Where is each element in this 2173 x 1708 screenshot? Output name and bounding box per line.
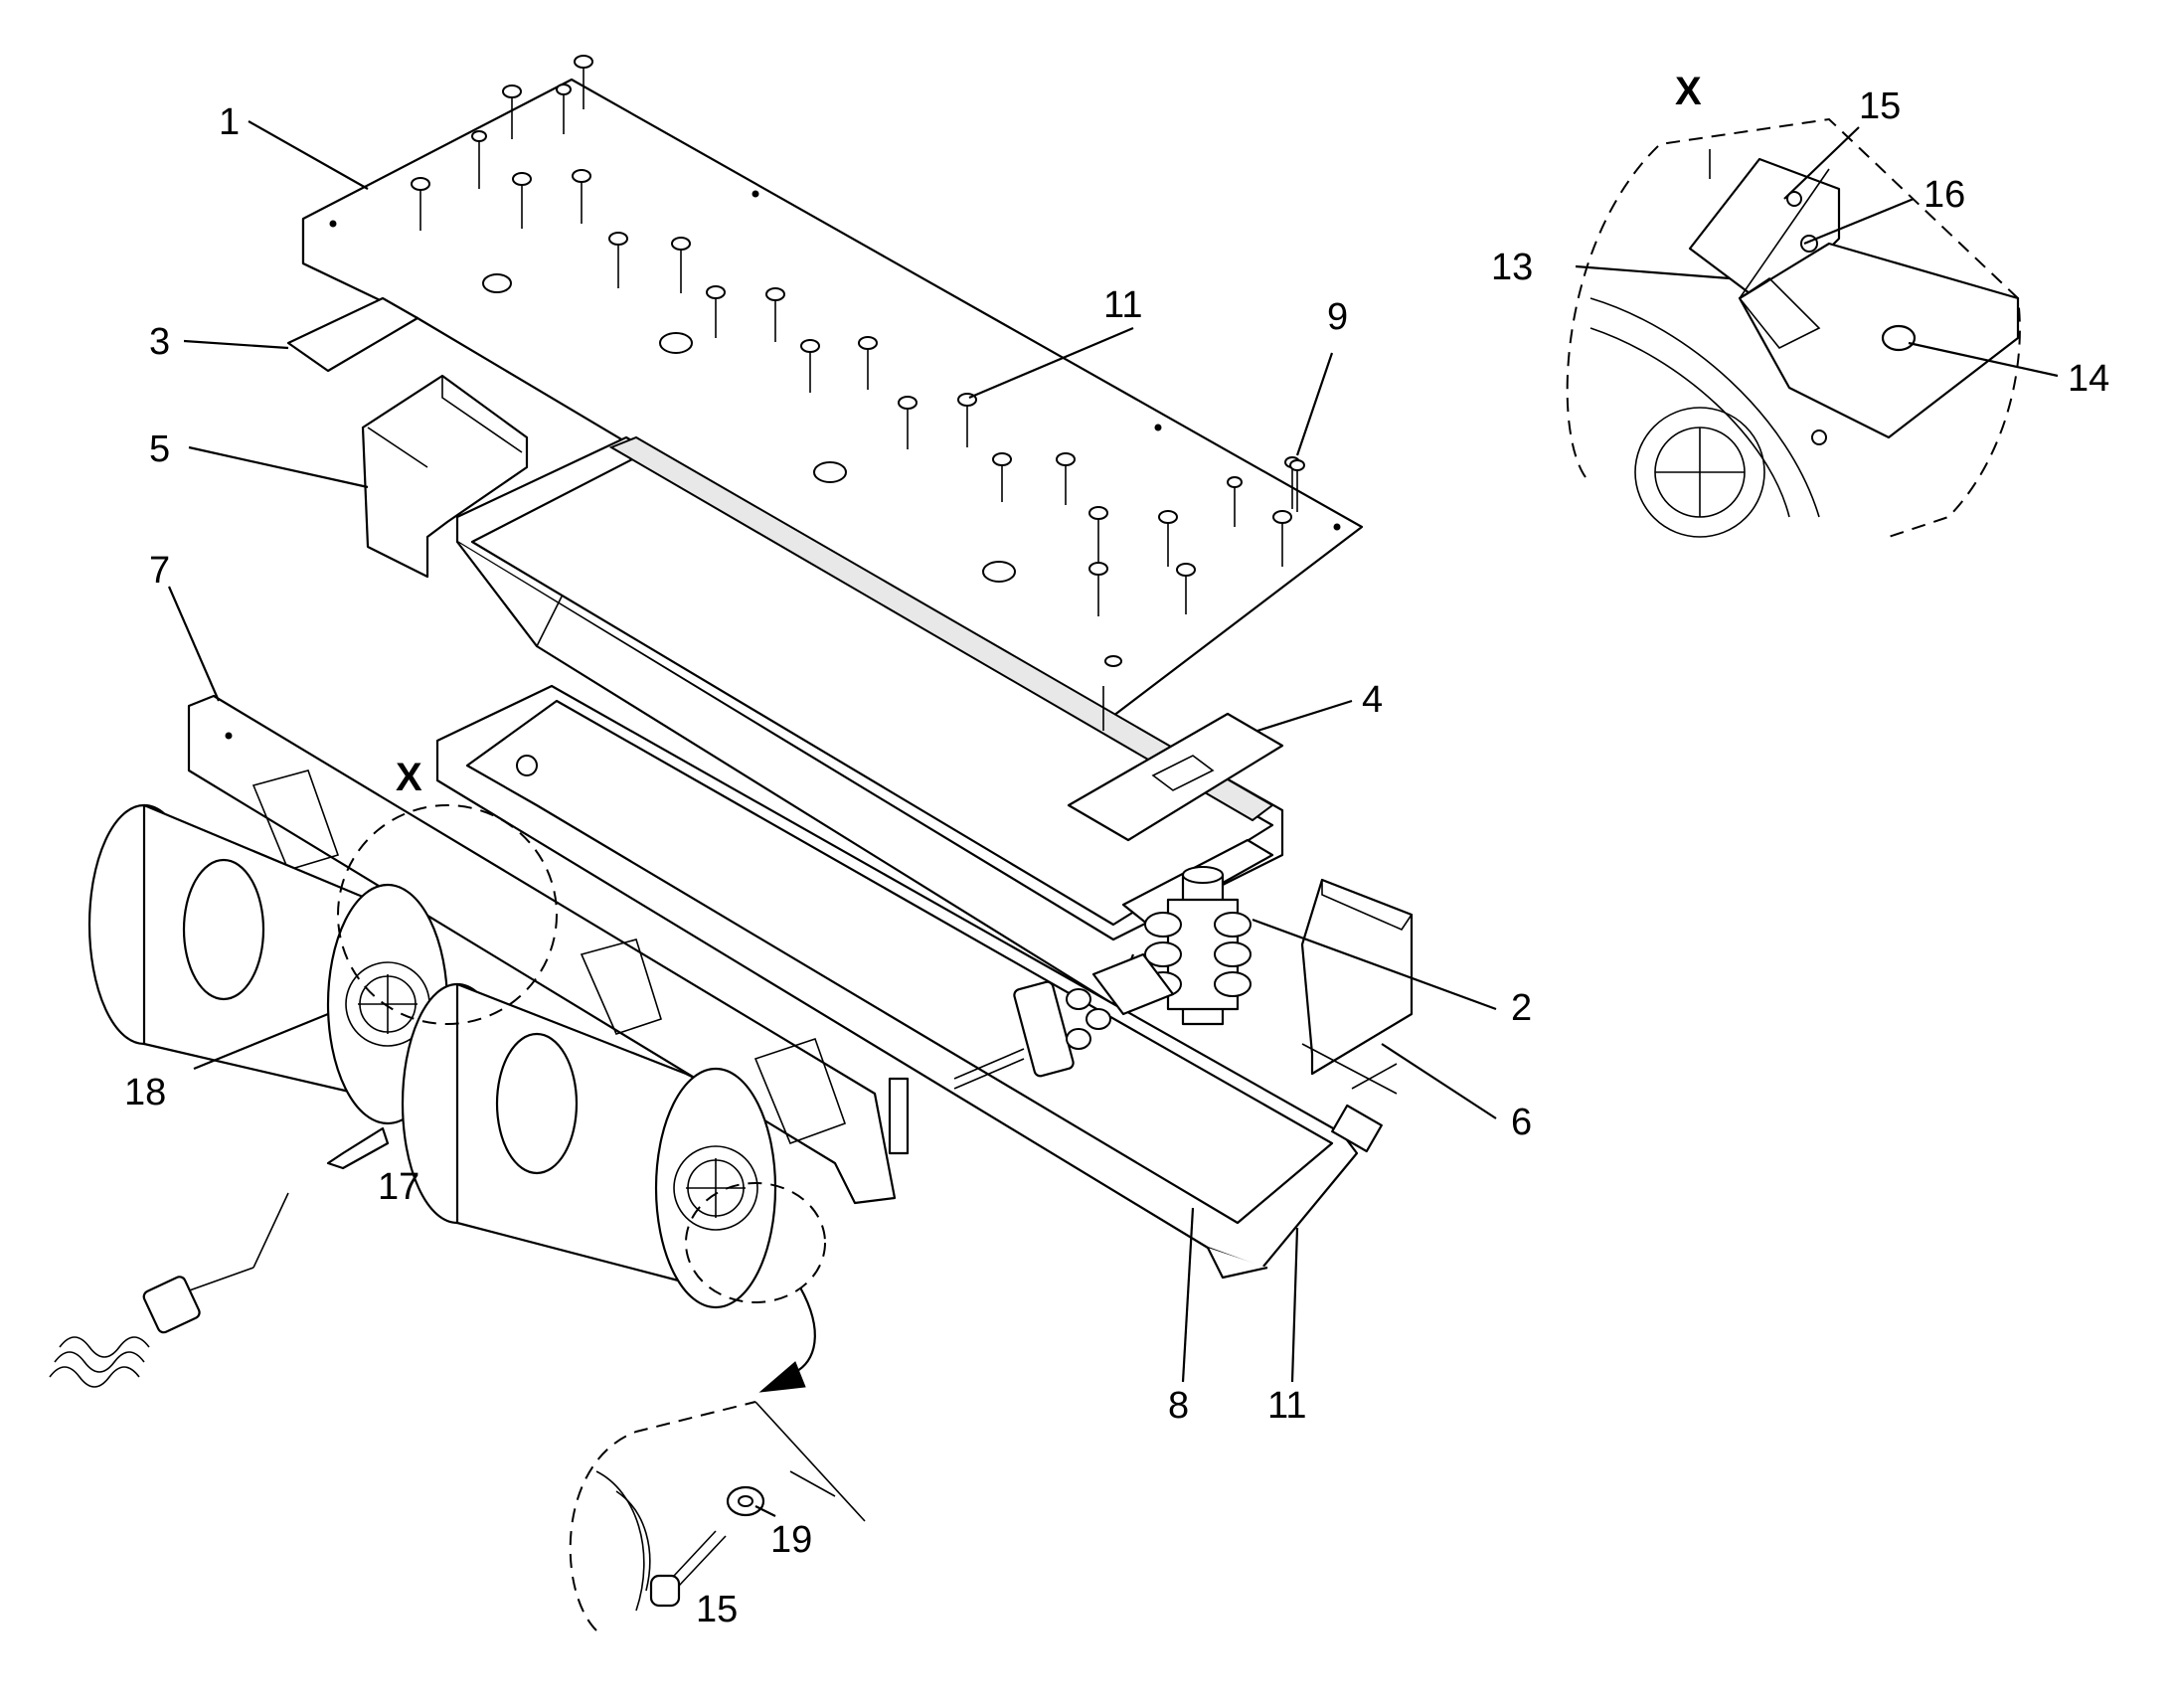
callout-2: 2 <box>1511 987 1533 1029</box>
callout-17: 17 <box>378 1166 420 1208</box>
end-box-part-6 <box>1300 878 1414 1095</box>
callout-3: 3 <box>149 321 171 363</box>
callout-8: 8 <box>1168 1385 1190 1427</box>
callout-15-detail-x: 15 <box>1859 85 1902 127</box>
blower-fan-right <box>401 982 777 1309</box>
detail-circle-bottom <box>685 1182 826 1303</box>
callout-5: 5 <box>149 428 171 470</box>
callout-15-bottom: 15 <box>696 1589 739 1630</box>
detail-title-x: X <box>1675 70 1702 113</box>
detail-arrow-icon <box>758 1286 816 1393</box>
callout-4: 4 <box>1362 679 1384 721</box>
callout-18: 18 <box>124 1072 167 1113</box>
detail-marker-x: X <box>396 756 422 799</box>
bracket-part-3 <box>286 296 419 373</box>
blower-fan-left <box>87 803 449 1125</box>
detail-circle-x <box>337 804 558 1025</box>
callout-7: 7 <box>149 550 171 592</box>
cover-screws <box>411 55 1305 616</box>
callout-13: 13 <box>1491 247 1534 288</box>
tray-plate-part-4 <box>1067 686 1284 842</box>
callout-6: 6 <box>1511 1102 1533 1143</box>
callout-14: 14 <box>2068 358 2110 400</box>
callout-19: 19 <box>770 1519 813 1561</box>
callout-11-bottom: 11 <box>1267 1385 1307 1427</box>
temperature-sensor-part-17 <box>49 1126 390 1388</box>
leader-lines <box>167 120 2059 1517</box>
callout-11-top: 11 <box>1103 284 1143 326</box>
detail-view-bottom <box>569 1401 866 1631</box>
expansion-valve <box>953 952 1175 1090</box>
callout-16: 16 <box>1923 174 1966 216</box>
callout-9: 9 <box>1327 296 1349 338</box>
callout-1: 1 <box>219 101 241 143</box>
detail-view-x <box>1566 117 2021 538</box>
side-shield-part-5 <box>361 374 529 579</box>
lower-housing-tray <box>435 684 1383 1280</box>
coil-assembly-part-2 <box>1121 838 1274 1026</box>
